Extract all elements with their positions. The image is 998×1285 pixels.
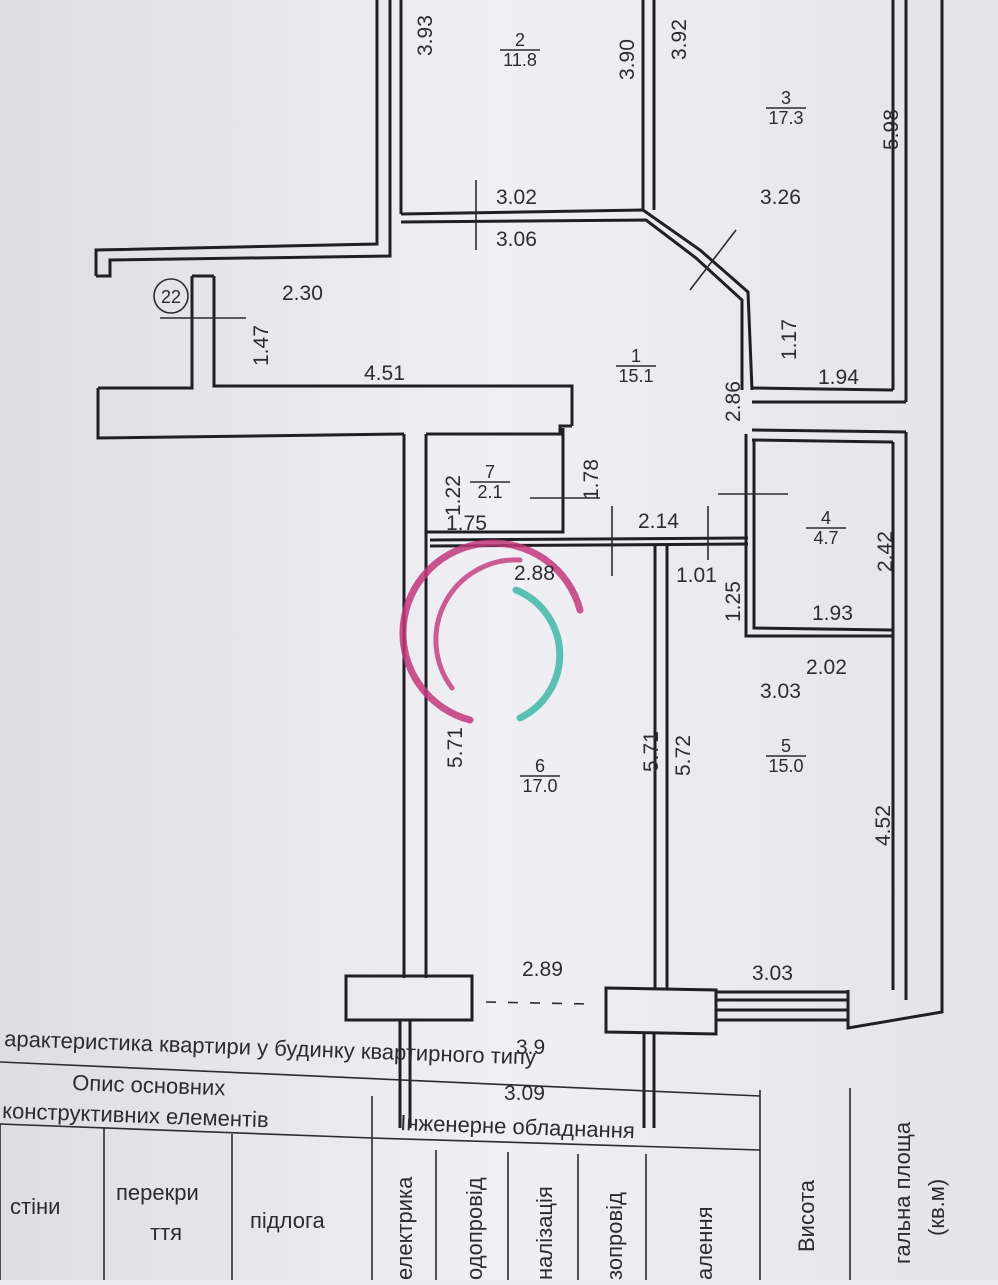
dimension-label: 3.02: [496, 186, 537, 209]
dimension-label: 3.03: [752, 962, 793, 985]
room-number: 1: [631, 346, 641, 366]
table-col-gas: зопровід: [602, 1192, 627, 1280]
dimension-label: 1.94: [818, 366, 859, 389]
room-label-2: 211.8: [500, 30, 540, 70]
watermark-logo: [399, 539, 584, 724]
table-col-heating: алення: [692, 1206, 717, 1280]
dimension-ticks: [160, 180, 788, 1005]
dimension-label: 2.14: [638, 510, 679, 533]
dimension-label: 1.22: [442, 475, 465, 516]
table-col-floors-b: ття: [150, 1220, 182, 1245]
table-col-sewer: налізація: [532, 1186, 557, 1280]
room-number: 7: [485, 462, 495, 482]
dimension-label: 3.90: [616, 39, 639, 80]
room-number: 5: [781, 736, 791, 756]
room-area: 11.8: [503, 50, 537, 70]
dimension-label: 5.72: [672, 735, 695, 776]
left-upper-wall: [94, 0, 379, 276]
room-label-7: 72.1: [470, 462, 510, 502]
dimension-label: 4.52: [872, 805, 895, 846]
table-col-walls: стіни: [10, 1194, 60, 1219]
bottom-wall-block-left: [344, 974, 474, 1022]
dimension-label: 3.03: [760, 680, 801, 703]
dimension-label: 5.98: [880, 109, 903, 150]
wall-stub: [190, 276, 216, 380]
dimension-label: 3.26: [760, 186, 801, 209]
room-4-wall: [744, 434, 893, 638]
room-area: 17.0: [522, 776, 557, 796]
room-area: 2.1: [477, 482, 502, 502]
bottom-wall-block-mid: [604, 986, 718, 1036]
table-col-area-b: (кв.м): [924, 1179, 949, 1236]
dimension-label: 3.92: [668, 19, 691, 60]
room-label-6: 617.0: [520, 756, 560, 796]
dimension-label: 3.93: [414, 15, 437, 56]
dimension-label: 1.47: [250, 325, 273, 366]
dimension-label: 2.42: [874, 531, 897, 572]
dimension-label: 2.02: [806, 656, 847, 679]
dimension-label: 1.93: [812, 602, 853, 625]
dimension-label: 4.51: [364, 362, 405, 385]
table-col-area-a: гальна площа: [890, 1121, 915, 1264]
dimension-label: 1.78: [580, 459, 603, 500]
room-7-wall: [426, 428, 565, 534]
room-label-1: 115.1: [616, 346, 656, 386]
dimension-label: 5.71: [444, 727, 467, 768]
corridor-top-partition: [400, 208, 754, 391]
walls: [94, 0, 944, 1128]
room-3-bottom-wall: [751, 386, 894, 392]
room-labels: 115.1 211.8 317.3 44.7 515.0 617.0 72.1: [470, 30, 846, 796]
dimension-label: 1.17: [778, 319, 801, 360]
room-number: 4: [821, 508, 831, 528]
dimension-label: 2.89: [522, 958, 563, 981]
section-marker-circle: [153, 278, 189, 314]
room-label-4: 44.7: [806, 508, 846, 548]
left-upper-wall-inner: [96, 0, 392, 278]
table-col-floor: підлога: [250, 1208, 325, 1233]
dimension-label: 3.9: [516, 1036, 545, 1059]
dimension-label: 1.75: [446, 512, 487, 535]
room-label-5: 515.0: [766, 736, 806, 776]
main-horizontal-wall: [98, 380, 574, 426]
dimension-label: 3.06: [496, 228, 537, 251]
room-number: 2: [515, 30, 525, 50]
dimension-label: 1.01: [676, 564, 717, 587]
table-col-height: Висота: [794, 1179, 819, 1252]
table-col-electric: електрика: [392, 1176, 417, 1280]
room-number: 3: [781, 88, 791, 108]
dimension-label: 3.09: [504, 1082, 545, 1105]
section-marker-label: 22: [161, 287, 181, 307]
dimension-label: 5.71: [640, 731, 663, 772]
room-area: 4.7: [813, 528, 838, 548]
room-area: 17.3: [768, 108, 803, 128]
room-area: 15.0: [768, 756, 803, 776]
room-number: 6: [535, 756, 545, 776]
dimension-label: 2.86: [722, 381, 745, 422]
table-col-water: одопровід: [462, 1177, 487, 1280]
corridor-bottom-partition: [429, 536, 749, 542]
table-group-structural: Опис основних: [72, 1070, 226, 1100]
dimension-label: 2.30: [282, 282, 323, 305]
dimension-label: 2.88: [514, 562, 555, 585]
room-area: 15.1: [618, 366, 653, 386]
room-label-3: 317.3: [766, 88, 806, 128]
dimension-label: 1.25: [722, 581, 745, 622]
table-col-floors-a: перекри: [116, 1180, 199, 1205]
window-lines: [716, 990, 848, 1022]
